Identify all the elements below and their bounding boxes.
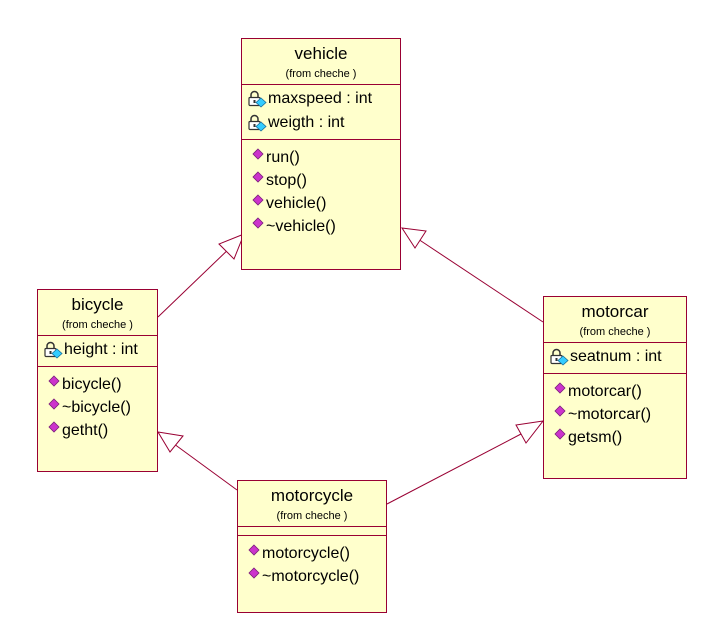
lock-diamond-icon — [44, 341, 63, 359]
class-name: bicycle — [71, 295, 124, 314]
operation-row[interactable]: vehicle() — [252, 192, 400, 215]
operation-row[interactable]: ~bicycle() — [48, 396, 157, 419]
diamond-icon — [248, 566, 260, 579]
lock-diamond-icon — [248, 114, 267, 132]
diamond-icon — [252, 216, 264, 229]
generalization-motorcar-vehicle — [400, 227, 544, 323]
attribute-compartment: maxspeed : int weigth : int — [242, 85, 400, 140]
operation-row[interactable]: ~vehicle() — [252, 215, 400, 238]
operation-row[interactable]: motorcar() — [554, 380, 686, 403]
diamond-icon — [554, 381, 566, 394]
diamond-icon — [48, 397, 60, 410]
class-name: vehicle — [294, 44, 348, 63]
attribute-row[interactable]: maxspeed : int — [247, 87, 400, 111]
attribute-row[interactable]: weigth : int — [247, 111, 400, 135]
class-motorcar[interactable]: motorcar (from cheche ) seatnum : int mo… — [543, 296, 687, 479]
attribute-text: seatnum : int — [570, 348, 662, 365]
diamond-icon — [48, 420, 60, 433]
class-package: (from cheche ) — [276, 510, 348, 522]
generalization-motorcycle-bicycle — [157, 431, 238, 491]
operation-text: bicycle() — [62, 376, 122, 393]
diamond-icon — [48, 374, 60, 387]
class-bicycle[interactable]: bicycle (from cheche ) height : int bicy… — [37, 289, 158, 472]
operation-text: run() — [266, 149, 300, 166]
class-name: motorcycle — [270, 486, 354, 505]
operation-text: ~bicycle() — [62, 399, 131, 416]
operation-text: vehicle() — [266, 195, 327, 212]
operation-row[interactable]: ~motorcycle() — [248, 565, 386, 588]
operation-compartment: motorcar() ~motorcar() getsm() — [544, 374, 686, 453]
operation-compartment: bicycle() ~bicycle() getht() — [38, 367, 157, 446]
operation-text: motorcycle() — [262, 545, 351, 562]
operation-text: motorcar() — [568, 383, 642, 400]
operation-text: ~motorcycle() — [262, 568, 360, 585]
operation-row[interactable]: getsm() — [554, 426, 686, 449]
diamond-icon — [554, 427, 566, 440]
operation-text: stop() — [266, 172, 307, 189]
attribute-text: maxspeed : int — [268, 90, 373, 107]
operation-compartment: motorcycle() ~motorcycle() — [238, 536, 386, 592]
diamond-icon — [252, 147, 264, 160]
lock-diamond-icon — [550, 348, 569, 366]
diamond-icon — [252, 170, 264, 183]
class-name: motorcar — [581, 302, 649, 321]
attribute-compartment: height : int — [38, 336, 157, 367]
class-package: (from cheche ) — [285, 68, 357, 80]
attribute-text: weigth : int — [268, 114, 345, 131]
attribute-compartment — [238, 527, 386, 536]
attribute-row[interactable]: height : int — [43, 338, 157, 362]
class-vehicle[interactable]: vehicle (from cheche ) maxspeed : int wei… — [241, 38, 401, 270]
operation-text: ~motorcar() — [568, 406, 652, 423]
operation-text: getsm() — [568, 429, 623, 446]
attribute-text: height : int — [64, 341, 138, 358]
diamond-icon — [248, 543, 260, 556]
operation-row[interactable]: getht() — [48, 419, 157, 442]
operation-compartment: run() stop() vehicle() ~vehicle() — [242, 140, 400, 242]
operation-row[interactable]: motorcycle() — [248, 542, 386, 565]
operation-text: ~vehicle() — [266, 218, 336, 235]
class-header: motorcar (from cheche ) — [544, 297, 686, 343]
class-package: (from cheche ) — [62, 319, 133, 331]
class-header: bicycle (from cheche ) — [38, 290, 157, 336]
attribute-compartment: seatnum : int — [544, 343, 686, 374]
diamond-icon — [554, 404, 566, 417]
operation-row[interactable]: run() — [252, 146, 400, 169]
operation-text: getht() — [62, 422, 109, 439]
operation-row[interactable]: ~motorcar() — [554, 403, 686, 426]
attribute-row[interactable]: seatnum : int — [549, 345, 686, 369]
generalization-bicycle-vehicle — [157, 233, 245, 318]
diamond-icon — [252, 193, 264, 206]
class-header: motorcycle (from cheche ) — [238, 481, 386, 527]
generalization-motorcycle-motorcar — [386, 420, 545, 505]
class-header: vehicle (from cheche ) — [242, 39, 400, 85]
operation-row[interactable]: bicycle() — [48, 373, 157, 396]
class-package: (from cheche ) — [579, 326, 651, 338]
lock-diamond-icon — [248, 90, 267, 108]
class-motorcycle[interactable]: motorcycle (from cheche ) motorcycle() ~m… — [237, 480, 387, 613]
operation-row[interactable]: stop() — [252, 169, 400, 192]
